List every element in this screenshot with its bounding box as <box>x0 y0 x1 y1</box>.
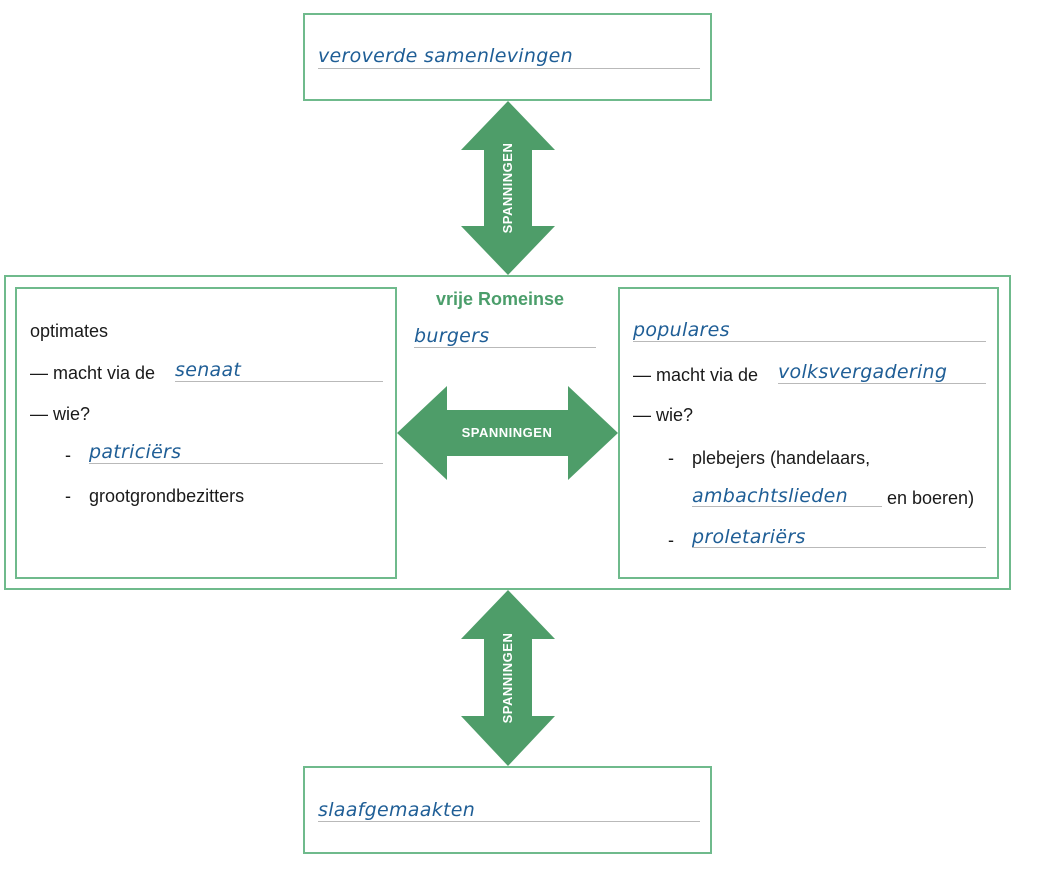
right-heading-answer: populares <box>633 319 730 341</box>
left-line1-underline <box>175 381 383 382</box>
bottom-arrow-label: SPANNINGEN <box>500 632 515 724</box>
center-title: vrije Romeinse <box>436 289 565 309</box>
top-box: veroverde samenlevingen <box>303 13 712 101</box>
left-bullet1-underline <box>89 463 383 464</box>
right-line1-answer: volksvergadering <box>778 361 948 383</box>
left-bullet2-dash: - <box>65 486 71 506</box>
center-arrow-label: SPANNINGEN <box>461 425 553 440</box>
left-box: optimates — macht via de senaat — wie? -… <box>15 287 397 579</box>
bottom-answer-text: slaafgemaakten <box>318 799 476 821</box>
bottom-answer-line <box>318 821 700 822</box>
left-bullet2-text: grootgrondbezitters <box>89 486 245 506</box>
left-line2: — wie? <box>30 404 91 424</box>
center-double-arrow <box>397 386 618 480</box>
right-bullet2-answer: proletariërs <box>692 526 806 548</box>
right-line1-prefix: — macht via de <box>633 365 759 385</box>
right-box: populares — macht via de volksvergaderin… <box>618 287 999 579</box>
right-bullet1-answer: ambachtslieden <box>692 485 848 507</box>
right-line2: — wie? <box>633 405 694 425</box>
left-line1-answer: senaat <box>175 359 242 381</box>
right-heading-underline <box>633 341 986 342</box>
bottom-double-arrow <box>461 590 555 766</box>
bottom-box: slaafgemaakten <box>303 766 712 854</box>
right-bullet1-dash: - <box>668 448 674 468</box>
top-answer-line <box>318 68 700 69</box>
top-answer-text: veroverde samenlevingen <box>318 45 573 67</box>
right-bullet2-dash: - <box>668 530 674 550</box>
center-answer-underline <box>414 347 596 348</box>
top-double-arrow <box>461 101 555 275</box>
left-line1-prefix: — macht via de <box>30 363 156 383</box>
top-arrow-label: SPANNINGEN <box>500 142 515 234</box>
right-bullet1-text: plebejers (handelaars, <box>692 448 871 468</box>
left-bullet1-answer: patriciërs <box>89 441 182 463</box>
center-answer: burgers <box>414 325 490 347</box>
left-bullet1-dash: - <box>65 445 71 465</box>
right-line1-underline <box>778 383 986 384</box>
right-bullet1-underline <box>692 506 882 507</box>
right-bullet2-underline <box>692 547 986 548</box>
left-heading: optimates <box>30 321 109 341</box>
right-bullet1-suffix: en boeren) <box>887 488 975 508</box>
